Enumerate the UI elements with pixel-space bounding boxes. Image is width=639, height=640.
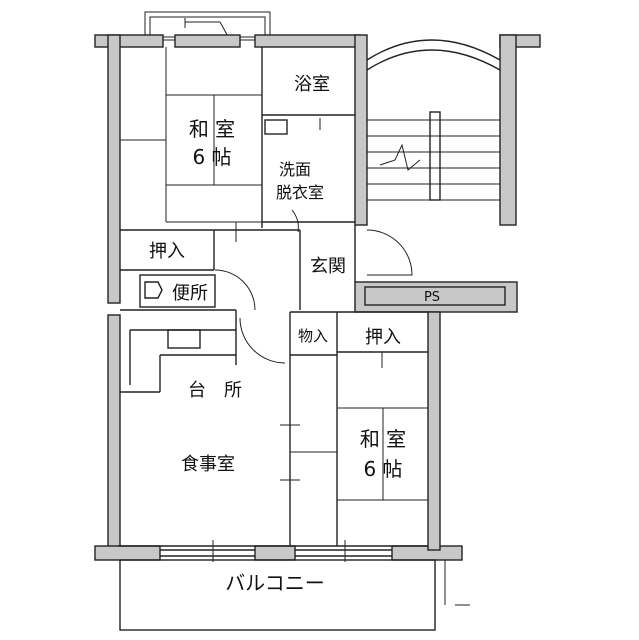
interior-walls <box>118 47 428 547</box>
room-balcony: バルコニー <box>225 571 325 595</box>
balcony <box>119 559 470 631</box>
tatami-north <box>120 47 262 223</box>
room-washroom-line2: 脱衣室 <box>276 183 324 202</box>
kitchen-sink <box>167 329 201 349</box>
toilet-fixture <box>139 269 256 311</box>
room-entrance: 玄関 <box>310 256 346 277</box>
bath-fixture <box>264 119 288 135</box>
room-bath: 浴室 <box>294 74 330 95</box>
room-toilet: 便所 <box>172 283 208 304</box>
room-japanese-north-line1: 和 室 <box>189 117 235 141</box>
room-dining: 食事室 <box>181 454 235 475</box>
room-pipe-space: PS <box>424 290 440 305</box>
outer-walls <box>94 34 541 561</box>
room-washroom-line1: 洗面 <box>279 160 311 179</box>
room-closet-south: 押入 <box>365 327 401 348</box>
window-marks <box>160 118 392 562</box>
room-kitchen: 台 所 <box>188 380 242 401</box>
door-swings <box>239 209 413 364</box>
room-japanese-south-line2: 6 帖 <box>363 457 402 481</box>
room-japanese-south-line1: 和 室 <box>360 427 406 451</box>
room-storage: 物入 <box>298 327 328 345</box>
room-japanese-north-line2: 6 帖 <box>192 145 231 169</box>
tatami-south <box>290 407 428 501</box>
pipe-space-box <box>364 286 506 306</box>
stair-area <box>366 39 501 201</box>
room-closet-north: 押入 <box>149 241 185 262</box>
